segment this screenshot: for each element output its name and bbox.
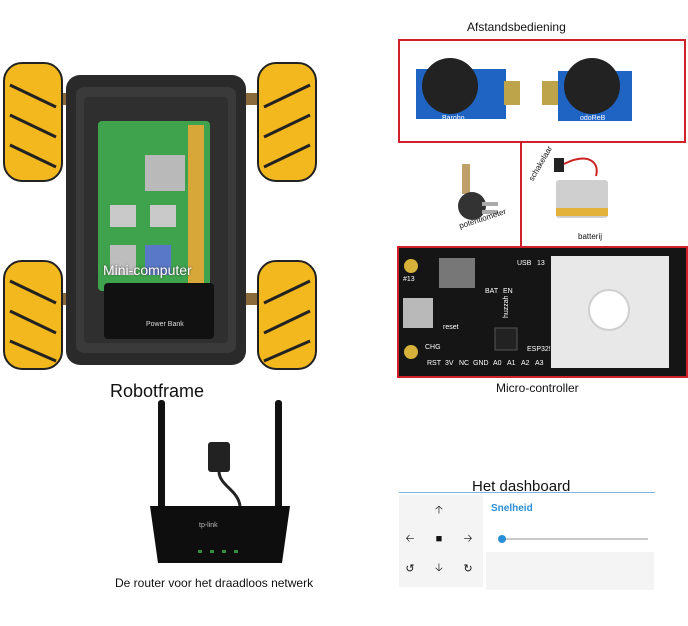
right-button[interactable]: 🡢: [463, 532, 473, 545]
remote-control-box: Barobo odoReB: [398, 39, 686, 143]
afstandsbediening-title: Afstandsbediening: [467, 20, 566, 34]
stop-button[interactable]: ■: [435, 533, 443, 545]
joysticks-graphic: [416, 58, 632, 121]
mc-brand-text: huzzah: [503, 295, 510, 318]
mc-pin-a3: A3: [535, 360, 544, 367]
mc-pin-bat: BAT: [485, 288, 499, 295]
forward-button[interactable]: 🡡: [435, 503, 443, 516]
speed-slider-track[interactable]: [498, 538, 648, 540]
direction-panel: [399, 495, 483, 587]
robot-graphic: [3, 62, 317, 370]
mc-pin-gnd: GND: [473, 360, 489, 367]
rotate-right-button[interactable]: ↻: [463, 562, 473, 575]
mc-reset: reset: [443, 324, 459, 331]
microcontroller-box: ESP32! huzzah #13 BAT EN USB 13 reset CH…: [397, 246, 688, 378]
batterij-label: batterij: [578, 232, 603, 241]
joystick-left-text: Barobo: [442, 115, 465, 122]
dashboard-top-line: [399, 492, 655, 493]
speed-panel: [486, 552, 654, 590]
connector-line: [520, 141, 522, 247]
joystick-right-text: odoReB: [580, 115, 606, 122]
mc-pin-en: EN: [503, 288, 513, 295]
rotate-left-button[interactable]: ↺: [405, 562, 415, 575]
router-brand: tp-link: [199, 522, 218, 529]
left-button[interactable]: 🡠: [405, 532, 415, 545]
robot-illustration: [0, 55, 330, 375]
potentiometer-illustration: [448, 158, 508, 228]
battery-illustration: [548, 152, 610, 226]
mc-chip-text: ESP32!: [527, 346, 551, 353]
mini-computer-label: Mini-computer: [103, 262, 192, 278]
dashboard-title: Het dashboard: [472, 478, 571, 495]
mc-pin-13l: #13: [403, 276, 415, 283]
router-illustration: [140, 398, 300, 568]
mc-pin-a0: A0: [493, 360, 502, 367]
mc-pin-nc: NC: [459, 360, 470, 367]
mc-pin-a2: A2: [521, 360, 530, 367]
backward-button[interactable]: 🡣: [435, 561, 443, 574]
speed-slider-handle[interactable]: [498, 535, 506, 543]
mc-pin-rst: RST: [427, 360, 441, 367]
mc-pin-13: 13: [537, 260, 545, 267]
mc-pin-usb: USB: [517, 260, 532, 267]
speed-label: Snelheid: [491, 503, 533, 514]
microcontroller-graphic: [399, 248, 686, 376]
mc-pin-3v: 3V: [445, 360, 454, 367]
micro-controller-label: Micro-controller: [496, 381, 579, 395]
power-bank-label: Power Bank: [146, 321, 184, 328]
router-label: De router voor het draadloos netwerk: [115, 576, 314, 590]
mc-pin-a1: A1: [507, 360, 516, 367]
mc-chg: CHG: [425, 344, 441, 351]
robotframe-label: Robotframe: [110, 381, 205, 401]
